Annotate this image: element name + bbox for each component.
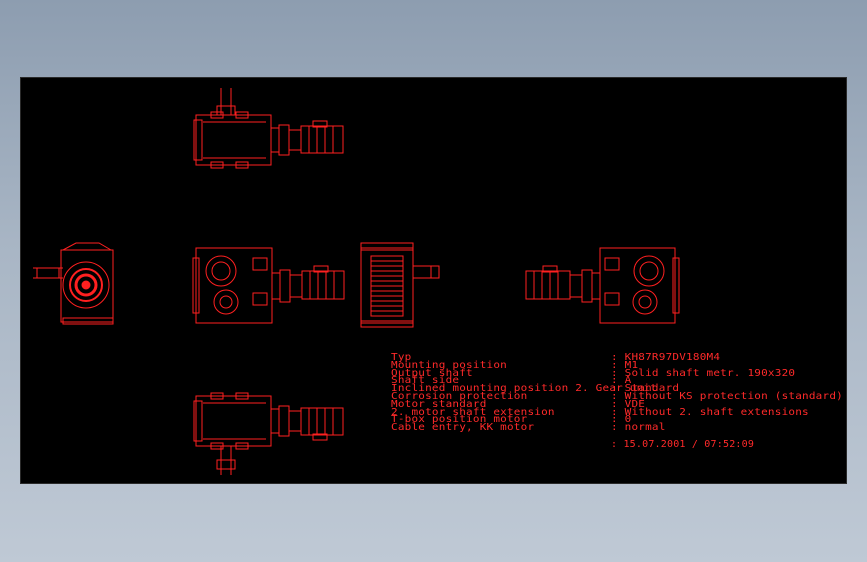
top-view — [193, 88, 344, 169]
left-side-view — [33, 242, 114, 325]
info-value: : A — [611, 374, 632, 386]
info-value: : Without 2. shaft extensions — [611, 406, 809, 418]
info-label: Shaft side — [391, 374, 460, 386]
mirrored-view — [525, 247, 680, 324]
info-label: Corrosion protection — [391, 390, 528, 402]
info-value: : 0 — [611, 413, 632, 425]
info-label: Motor standard — [391, 398, 487, 410]
info-label: 2. motor shaft extension — [391, 406, 555, 418]
info-label: Output shaft — [391, 367, 473, 379]
info-value: : VDE — [611, 398, 646, 410]
gear-unit-drawing — [33, 88, 680, 475]
bottom-view — [193, 392, 344, 475]
cad-viewport[interactable]: Typ : KH87R97DV180M4 Mounting position : M… — [20, 77, 847, 484]
info-label: Mounting position — [391, 359, 507, 371]
info-value: : KH87R97DV180M4 — [611, 351, 721, 363]
info-value: : Without KS protection (standard) — [611, 390, 843, 402]
front-view — [192, 247, 345, 324]
info-value: : normal — [611, 421, 666, 433]
info-label: Inclined mounting position 2. Gear unit — [391, 382, 658, 394]
right-side-view — [360, 242, 440, 328]
info-value: : Solid shaft metr. 190x320 — [611, 367, 796, 379]
timestamp: : 15.07.2001 / 07:52:09 — [611, 439, 755, 450]
info-label: Cable entry, KK motor — [391, 421, 535, 433]
info-label: T-box position motor — [391, 413, 528, 425]
info-label: Typ — [391, 351, 412, 363]
info-value: : M1 — [611, 359, 639, 371]
info-value: : Standard — [611, 382, 680, 394]
